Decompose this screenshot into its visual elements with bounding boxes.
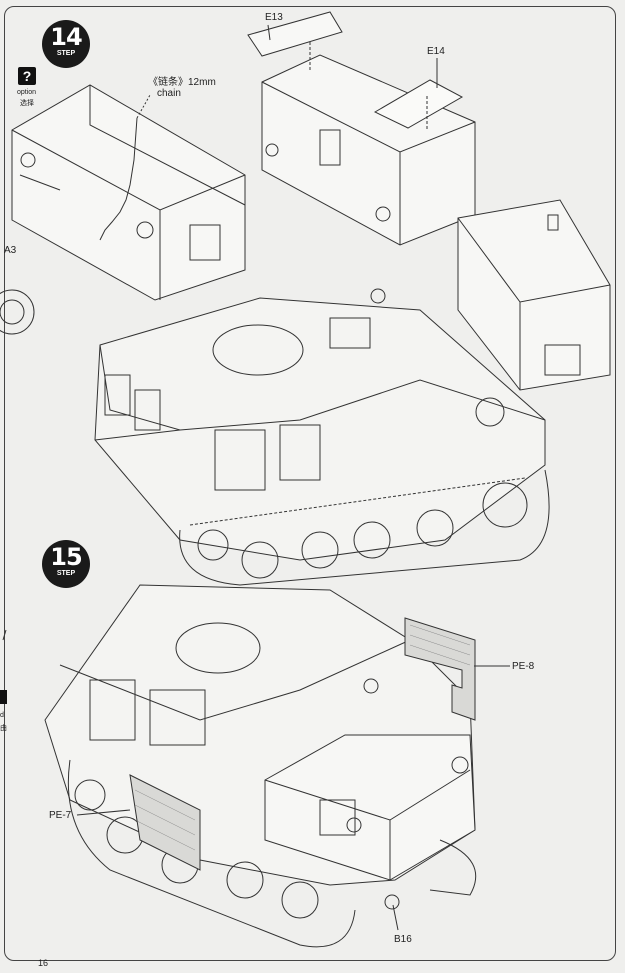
part-label-e14: E14: [427, 46, 445, 57]
step-15-number: 15: [50, 543, 82, 571]
part-label-a3: A3: [4, 245, 17, 256]
option-label-cn: 选择: [20, 100, 34, 107]
option-question-icon: ?: [18, 67, 36, 85]
edge-fragment-text-b: 由: [0, 725, 7, 732]
tractor-step14-drawing: [94, 288, 550, 586]
left-edge-partial-wheel: [0, 289, 35, 335]
pe8-mesh-drawing: [404, 617, 476, 721]
edge-fragment-text-a: d: [0, 712, 4, 719]
page-number: 16: [38, 958, 49, 968]
part-label-pe7: PE-7: [49, 810, 72, 821]
step-14-word: STEP: [56, 50, 76, 57]
edge-fragment-block: [0, 690, 7, 704]
part-label-e13: E13: [265, 12, 283, 23]
chain-note-en: chain: [157, 88, 181, 99]
chain-note-cn: 《链条》12mm: [148, 77, 216, 88]
pe7-mesh-drawing: [129, 774, 201, 871]
step-15-badge: 15 STEP: [42, 540, 90, 588]
part-label-pe8: PE-8: [512, 661, 535, 672]
step-14-badge: 14 STEP: [42, 20, 90, 68]
cargo-box-left-drawing: [11, 84, 246, 301]
cargo-box-right-drawing: [457, 199, 611, 391]
step-15-word: STEP: [56, 570, 76, 577]
step-14-number: 14: [50, 23, 82, 51]
part-label-b16: B16: [394, 934, 412, 945]
option-label-en: option: [17, 89, 37, 96]
page-border: [4, 6, 616, 961]
